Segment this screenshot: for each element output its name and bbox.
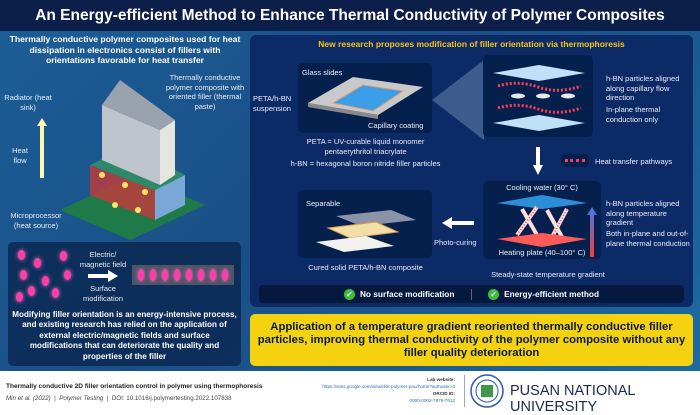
- conclusion-box: Application of a temperature gradient re…: [250, 314, 693, 366]
- left-heading: Thermally conductive polymer composites …: [9, 34, 241, 65]
- orcid-label: ORCID ID:: [432, 391, 455, 396]
- doi: DOI: 10.1016/j.polymertesting.2022.10783…: [111, 395, 232, 402]
- benefit-no-surface-modification: No surface modification: [359, 289, 455, 299]
- peta-definition: PETA = UV-curable liquid monomer pentaer…: [306, 137, 425, 156]
- microprocessor-label: Microprocessor (heat source): [10, 211, 62, 230]
- heat-flow-label: Heat flow: [12, 146, 28, 165]
- pathway-legend-label: Heat transfer pathways: [595, 157, 673, 166]
- random-fillers: [14, 248, 76, 303]
- photo-curing-label: Photo-curing: [434, 238, 477, 247]
- divider: [464, 375, 465, 407]
- aligned-flow-label: h-BN particles aligned along capillary f…: [606, 74, 680, 102]
- capillary-alignment-card: [483, 55, 593, 137]
- check-icon: ✓: [343, 289, 355, 301]
- composite-label: Thermally conductive polymer composite w…: [165, 73, 245, 111]
- university-name: PUSAN NATIONAL UNIVERSITY: [510, 383, 635, 415]
- heating-label: Heating plate (40–100° C): [498, 248, 586, 257]
- both-conduction-label: Both in-plane and out-of-plane thermal c…: [606, 229, 690, 248]
- hbn-definition: h-BN = hexagonal boron nitride filler pa…: [290, 159, 441, 168]
- existing-methods-box: [8, 242, 241, 366]
- existing-methods-text: Modifying filler orientation is an energ…: [12, 310, 237, 361]
- heat-flow-arrow-icon: [37, 118, 47, 178]
- research-heading: New research proposes modification of fi…: [318, 39, 625, 49]
- aligned-temp-label: h-BN particles aligned along temperature…: [606, 199, 680, 227]
- heat-sink-illustration: [60, 80, 205, 240]
- university-seal-icon: [470, 374, 504, 408]
- footer: Thermally conductive 2D filler orientati…: [0, 371, 700, 415]
- zoom-beam: [432, 60, 484, 140]
- temperature-gradient-arrow-icon: [587, 207, 597, 257]
- check-icon: ✓: [488, 289, 500, 301]
- right-arrow-icon: [88, 270, 118, 282]
- radiator-label: Radiator (heat sink): [4, 93, 52, 112]
- separable-label: Separable: [306, 199, 341, 208]
- lab-url[interactable]: https://sites.google.com/view/dsk-polyme…: [322, 384, 455, 389]
- thermal-paste-layer: [90, 165, 155, 220]
- lab-label: Lab website:: [427, 377, 455, 382]
- lab-info: Lab website: https://sites.google.com/vi…: [320, 376, 455, 404]
- paper-title: Thermally conductive 2D filler orientati…: [6, 383, 263, 390]
- surface-label: Surface modification: [82, 284, 124, 303]
- cured-label: Cured solid PETA/h-BN composite: [308, 263, 423, 272]
- down-arrow-icon: [533, 147, 543, 175]
- left-arrow-icon: [442, 217, 474, 229]
- capillary-coating-card: [298, 63, 432, 133]
- inplane-label: In-plane thermal conduction only: [606, 105, 661, 124]
- glass-slides-label: Glass slides: [302, 68, 343, 77]
- capillary-label: Capillary coating: [368, 121, 424, 130]
- cooling-label: Cooling water (30° C): [506, 183, 578, 192]
- suspension-label: PETA/h-BN suspension: [253, 94, 292, 113]
- heat-sink-fins: [102, 105, 160, 185]
- orcid-id[interactable]: 0000-0002-7976-7612: [409, 398, 455, 403]
- journal: Polymer Testing: [59, 395, 104, 402]
- cured-composite-card: [298, 190, 432, 258]
- benefits-bar: ✓ No surface modification ✓ Energy-efficie…: [259, 285, 684, 303]
- aligned-fillers: [132, 265, 234, 285]
- benefit-energy-efficient: Energy-efficient method: [504, 289, 600, 299]
- thermophoresis-card: [483, 181, 601, 259]
- pathway-legend-swatch: [561, 154, 589, 167]
- page-title: An Energy-efficient Method to Enhance Th…: [0, 0, 700, 31]
- field-label: Electric/ magnetic field: [79, 250, 127, 269]
- authors: Min et al. (2022): [6, 395, 51, 402]
- gradient-label: Steady-state temperature gradient: [491, 270, 605, 279]
- citation: Min et al. (2022) | Polymer Testing | DO…: [6, 395, 232, 402]
